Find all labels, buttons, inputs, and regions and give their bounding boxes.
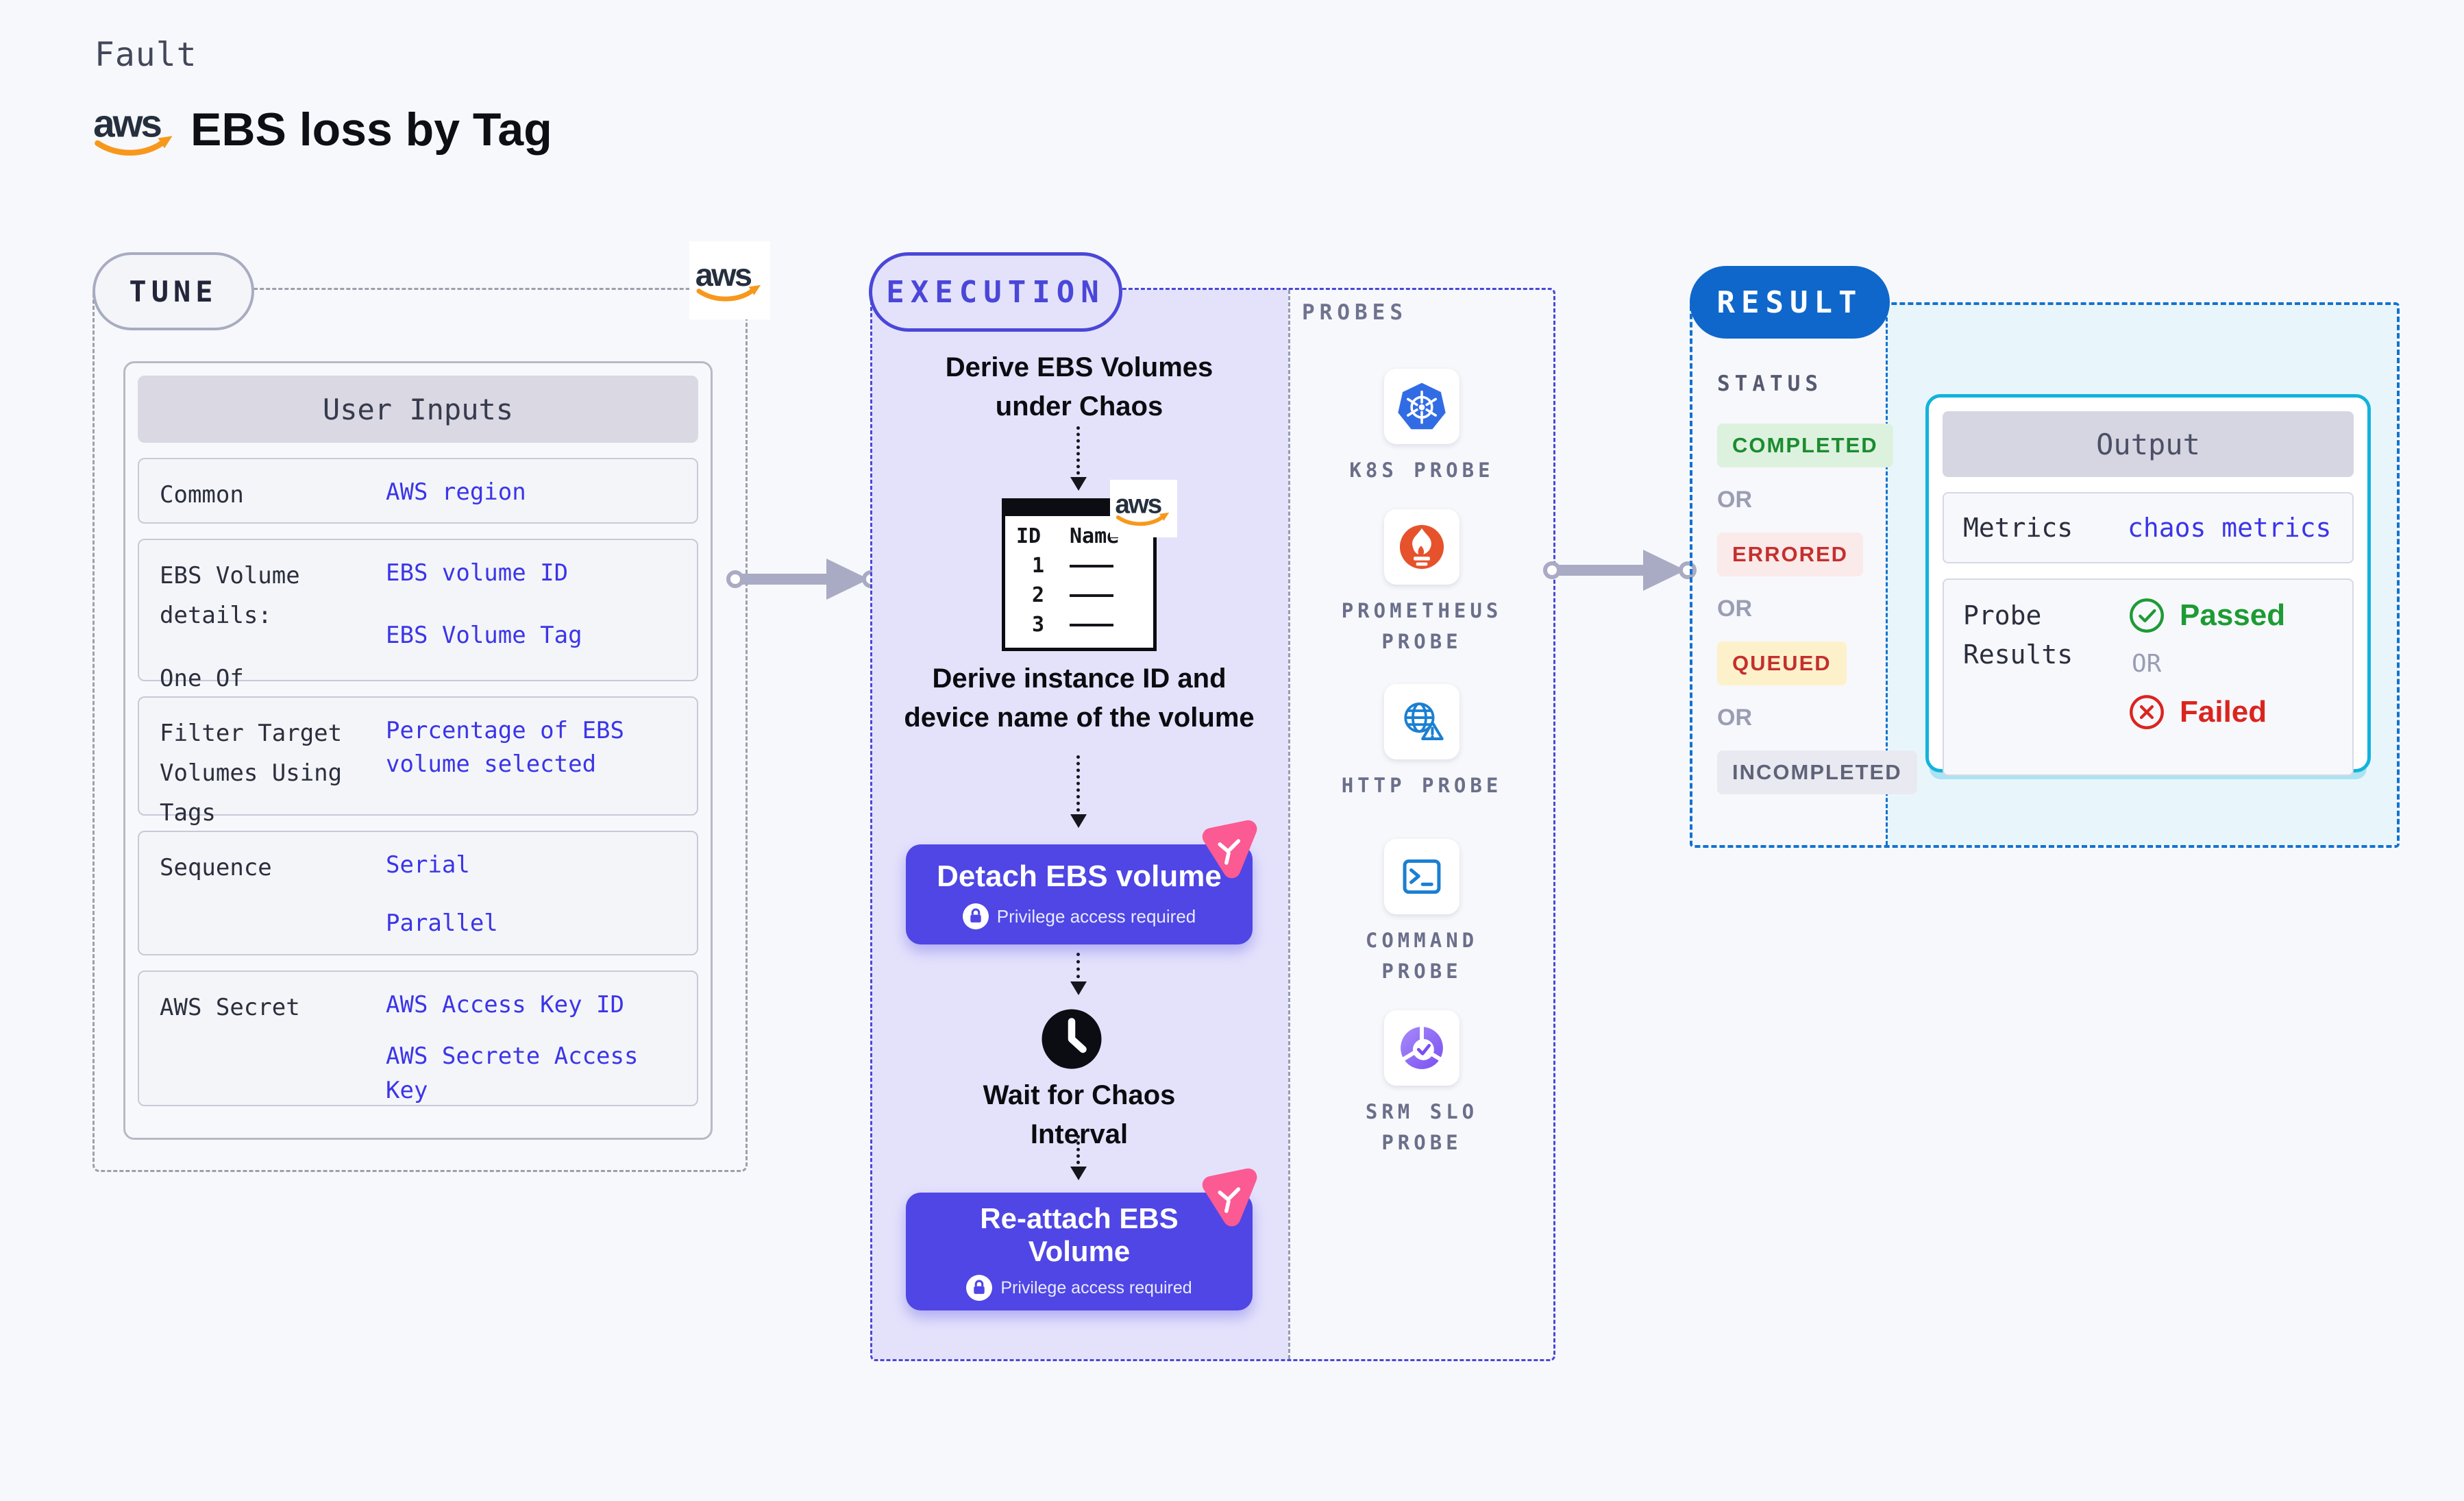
output-row-probe-results: Probe Results Passed OR Failed	[1943, 578, 2354, 776]
privilege-note: Privilege access required	[996, 905, 1196, 927]
execution-to-result-arrow	[1543, 536, 1697, 605]
input-value: AWS Access Key ID	[386, 991, 624, 1018]
step-derive-volumes: Derive EBS Volumes under Chaos	[945, 352, 1213, 422]
failed-label: Failed	[2180, 695, 2267, 729]
kubernetes-icon	[1398, 382, 1446, 430]
input-row-ebs-details: EBS Volume details: One Of EBS volume ID…	[138, 539, 698, 692]
reattach-ebs-volume-node: Re-attach EBS Volume Privilege access re…	[906, 1193, 1253, 1310]
input-label: EBS Volume details:	[160, 562, 300, 629]
or-label: OR	[1717, 596, 1752, 622]
input-label: Sequence	[160, 854, 272, 881]
user-inputs-title: User Inputs	[138, 376, 698, 443]
probe-command: COMMAND PROBE	[1288, 839, 1555, 987]
failed-x-icon	[2130, 695, 2164, 729]
table-row-id: 3	[1031, 613, 1045, 637]
command-terminal-icon	[1403, 859, 1441, 894]
table-row-dash	[1070, 623, 1113, 626]
status-badge-queued: QUEUED	[1717, 642, 1847, 685]
probe-k8s: K8S PROBE	[1288, 369, 1555, 486]
step-derive-instance: Derive instance ID and device name of th…	[904, 663, 1255, 733]
input-row-common: Common AWS region	[138, 458, 698, 524]
status-column: STATUS COMPLETED OR ERRORED OR QUEUED OR…	[1717, 371, 1917, 794]
flow-arrow	[1070, 755, 1087, 828]
probe-label: COMMAND PROBE	[1365, 929, 1479, 983]
result-badge: RESULT	[1690, 266, 1890, 339]
probes-panel	[1288, 290, 1553, 1359]
input-row-filter-tags: Filter Target Volumes Using Tags Percent…	[138, 696, 698, 827]
metrics-value: chaos metrics	[2128, 513, 2332, 543]
probe-prometheus: PROMETHEUS PROBE	[1288, 509, 1555, 657]
or-label: OR	[1717, 705, 1752, 731]
aws-corner-card	[689, 241, 770, 319]
output-card: Output Metrics chaos metrics Probe Resul…	[1925, 394, 2371, 776]
input-label: Common	[160, 481, 244, 509]
tune-badge: TUNE	[93, 252, 254, 330]
privilege-note: Privilege access required	[1000, 1278, 1192, 1297]
input-value: AWS Secrete Access Key	[386, 1042, 639, 1104]
input-value: EBS Volume Tag	[386, 622, 582, 650]
node-title: Detach EBS volume	[937, 859, 1222, 893]
input-label: AWS Secret	[160, 994, 300, 1021]
input-row-sequence: Sequence Serial Parallel	[138, 831, 698, 955]
table-row-dash	[1070, 594, 1113, 597]
prometheus-icon	[1399, 524, 1444, 570]
http-globe-icon	[1404, 702, 1444, 740]
probes-title: PROBES	[1302, 300, 1407, 325]
fault-kicker: Fault	[95, 36, 197, 74]
table-row-dash	[1070, 564, 1113, 568]
srm-slo-icon	[1401, 1025, 1443, 1069]
ebs-volumes-table: ID Name 1 2 3	[1002, 498, 1157, 651]
tune-section-box	[93, 288, 748, 1172]
probe-label: PROMETHEUS PROBE	[1341, 599, 1503, 653]
litmus-chaos-icon	[1192, 817, 1265, 887]
probe-http: HTTP PROBE	[1288, 684, 1555, 801]
metrics-label: Metrics	[1963, 512, 2073, 543]
lock-icon	[963, 903, 989, 929]
page-title: EBS loss by Tag	[190, 103, 552, 156]
input-value: AWS region	[386, 478, 526, 506]
clock-icon	[1042, 1009, 1102, 1069]
input-label: Filter Target Volumes Using Tags	[160, 720, 343, 827]
table-row-id: 1	[1031, 554, 1045, 578]
node-title: Re-attach EBS Volume	[980, 1201, 1179, 1267]
aws-logo	[92, 101, 178, 159]
aws-icon	[694, 258, 765, 303]
status-badge-completed: COMPLETED	[1717, 424, 1893, 467]
input-value: Serial	[386, 851, 470, 879]
lock-icon	[966, 1275, 992, 1301]
aws-mini-card	[1110, 480, 1177, 537]
table-col-id: ID	[1016, 524, 1042, 548]
flow-arrow	[1070, 1135, 1087, 1180]
aws-icon	[1114, 489, 1173, 528]
probe-label: HTTP PROBE	[1341, 774, 1503, 797]
probe-srm-slo: SRM SLO PROBE	[1288, 1010, 1555, 1158]
status-badge-incompleted: INCOMPLETED	[1717, 750, 1917, 794]
or-label: OR	[1717, 487, 1752, 513]
input-row-aws-secret: AWS Secret AWS Access Key ID AWS Secrete…	[138, 971, 698, 1106]
status-title: STATUS	[1717, 371, 1823, 396]
input-value: Parallel	[386, 910, 498, 938]
output-title: Output	[1943, 411, 2354, 477]
flow-arrow	[1070, 426, 1087, 491]
input-label-secondary: One Of	[160, 664, 244, 692]
user-inputs-card: User Inputs Common AWS region EBS Volume…	[123, 361, 713, 1140]
tune-to-execution-arrow	[726, 545, 880, 613]
detach-ebs-volume-node: Detach EBS volume Privilege access requi…	[906, 844, 1253, 944]
status-badge-errored: ERRORED	[1717, 533, 1864, 576]
input-value: Percentage of EBS volume selected	[386, 717, 624, 779]
step-wait-interval: Wait for Chaos Interval	[983, 1080, 1176, 1149]
passed-check-icon	[2130, 598, 2164, 633]
table-row-id: 2	[1031, 583, 1045, 607]
probe-results-label: Probe Results	[1963, 600, 2073, 670]
passed-label: Passed	[2180, 598, 2286, 632]
output-row-metrics: Metrics chaos metrics	[1943, 492, 2354, 563]
or-label: OR	[2132, 650, 2162, 678]
probe-label: K8S PROBE	[1349, 459, 1494, 482]
litmus-chaos-icon	[1192, 1165, 1265, 1235]
input-value: EBS volume ID	[386, 559, 569, 587]
execution-badge: EXECUTION	[869, 252, 1122, 332]
flow-arrow	[1070, 953, 1087, 995]
probe-label: SRM SLO PROBE	[1365, 1100, 1479, 1154]
